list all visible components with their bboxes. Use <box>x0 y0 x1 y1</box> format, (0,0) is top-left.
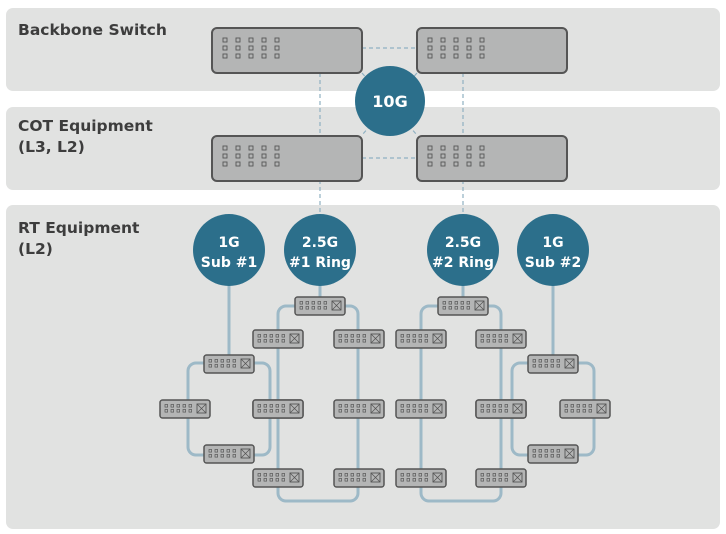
large-switch-icon <box>211 135 363 182</box>
small-switch-icon <box>333 329 385 349</box>
large-switch-icon <box>416 27 568 74</box>
ring-links <box>186 280 596 503</box>
rt-circle-line1: 1G <box>218 235 239 251</box>
hub-10g: 10G <box>355 66 425 136</box>
small-switch-icon <box>395 468 447 488</box>
small-switch-icon <box>252 468 304 488</box>
rt-circle-sub1: 1G Sub #1 <box>193 214 265 286</box>
hub-label: 10G <box>372 92 407 111</box>
rt-circle-ring2: 2.5G #2 Ring <box>427 214 499 286</box>
rt-circle-line2: Sub #1 <box>201 255 257 271</box>
rt-label: RT Equipment (L2) <box>18 219 140 258</box>
rt-circle-line2: #2 Ring <box>432 255 494 271</box>
small-switch-icon <box>559 399 611 419</box>
large-switch-icon <box>211 27 363 74</box>
small-switch-icon <box>203 354 255 374</box>
rt-circle-line1: 1G <box>542 235 563 251</box>
cot-label: COT Equipment (L3, L2) <box>18 117 153 156</box>
backbone-label: Backbone Switch <box>18 21 167 39</box>
small-switch-icon <box>475 468 527 488</box>
rt-circle-ring1: 2.5G #1 Ring <box>284 214 356 286</box>
small-switch-icon <box>395 329 447 349</box>
small-switch-icon <box>203 444 255 464</box>
small-switch-icon <box>294 296 346 316</box>
small-switch-icon <box>437 296 489 316</box>
small-switch-icon <box>252 329 304 349</box>
small-switch-icon <box>333 399 385 419</box>
small-switch-icon <box>395 399 447 419</box>
rt-circle-sub2: 1G Sub #2 <box>517 214 589 286</box>
large-switch-icon <box>416 135 568 182</box>
small-switch-icon <box>333 468 385 488</box>
small-switch-icon <box>159 399 211 419</box>
rt-circle-line1: 2.5G <box>302 235 338 251</box>
rt-circle-line2: #1 Ring <box>289 255 351 271</box>
small-switch-icon <box>475 329 527 349</box>
small-switch-icon <box>527 444 579 464</box>
small-switch-icon <box>527 354 579 374</box>
small-switch-icon <box>475 399 527 419</box>
rt-circle-line1: 2.5G <box>445 235 481 251</box>
small-switch-icon <box>252 399 304 419</box>
rt-circle-line2: Sub #2 <box>525 255 581 271</box>
